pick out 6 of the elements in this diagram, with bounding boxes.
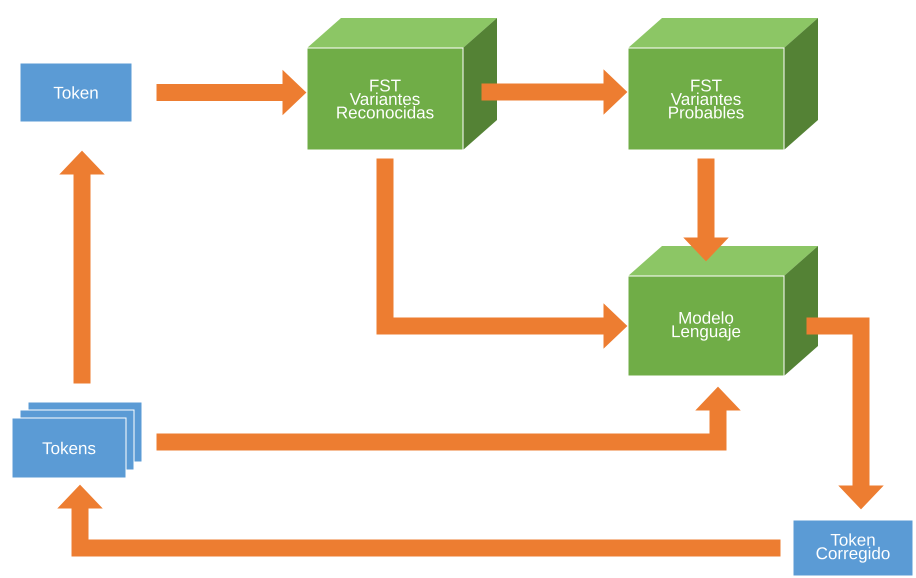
process-box: Token Corregido bbox=[792, 520, 914, 576]
cube-box: FST Variantes Probables bbox=[628, 18, 818, 150]
process-box: Token bbox=[20, 62, 132, 122]
cube-box: FST Variantes Reconocidas bbox=[306, 18, 497, 150]
stacked-boxes: Tokens bbox=[12, 402, 142, 478]
cube-box: Modelo Lenguaje bbox=[628, 246, 818, 376]
